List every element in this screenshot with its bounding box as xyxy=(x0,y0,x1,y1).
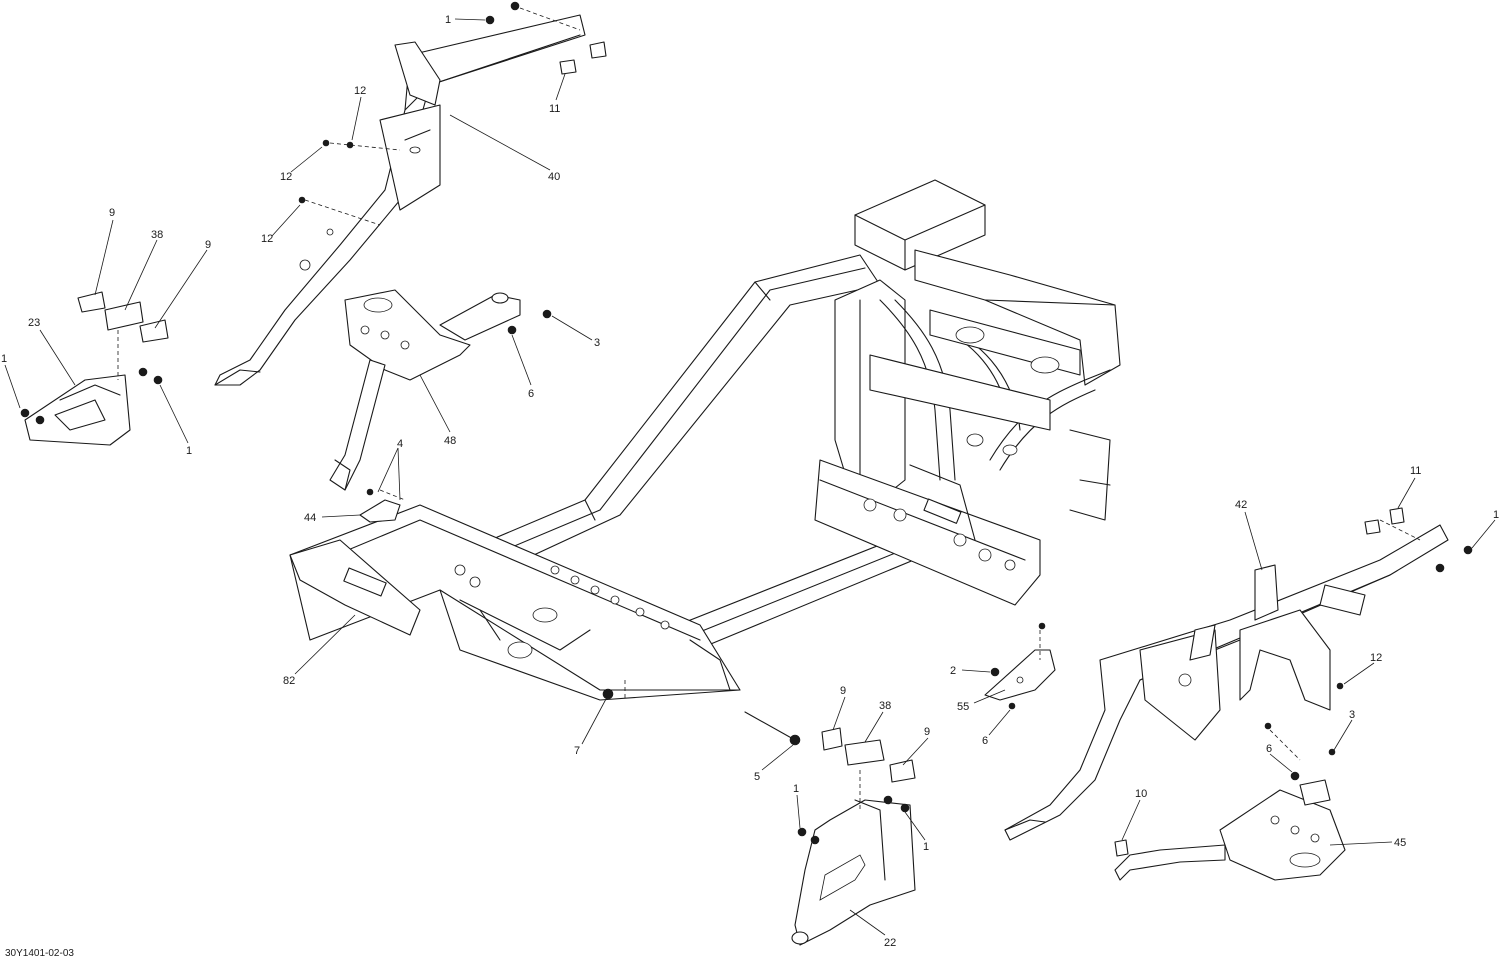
callout-label: 82 xyxy=(283,675,295,687)
top-crossbar-part-40 xyxy=(214,14,586,386)
callout-label: 12 xyxy=(280,171,292,183)
callout-label: 9 xyxy=(924,726,930,738)
callout-label: 1 xyxy=(445,14,451,26)
callout-label: 1 xyxy=(186,445,192,457)
callout-label: 1 xyxy=(1,353,7,365)
callout-label: 6 xyxy=(982,735,988,747)
bracket-part-22 xyxy=(791,727,916,946)
callout-label: 38 xyxy=(879,700,891,712)
main-frame-assembly xyxy=(289,179,1121,701)
bracket-part-44 xyxy=(359,499,401,523)
callout-label: 44 xyxy=(304,512,316,524)
callout-label: 45 xyxy=(1394,837,1406,849)
callout-label: 4 xyxy=(397,438,403,450)
bracket-part-23 xyxy=(20,291,169,446)
fasteners xyxy=(298,1,1473,857)
callout-label: 1 xyxy=(793,783,799,795)
callout-label: 9 xyxy=(840,685,846,697)
callout-label: 38 xyxy=(151,229,163,241)
callout-label: 3 xyxy=(1349,709,1355,721)
callout-label: 23 xyxy=(28,317,40,329)
callout-label: 22 xyxy=(884,937,896,949)
callout-labels: 1 11 12 12 12 40 9 38 9 23 1 1 3 6 48 4 … xyxy=(1,14,1499,949)
bracket-part-55 xyxy=(984,649,1056,701)
diagram-code: 30Y1401-02-03 xyxy=(5,948,74,959)
callout-label: 1 xyxy=(1493,509,1499,521)
callout-label: 11 xyxy=(1410,465,1421,477)
assembly-guides xyxy=(117,7,1421,810)
callout-label: 10 xyxy=(1135,788,1147,800)
callout-label: 12 xyxy=(354,85,366,97)
leader-lines xyxy=(4,18,1496,936)
callout-label: 6 xyxy=(528,388,534,400)
callout-label: 12 xyxy=(1370,652,1382,664)
callout-label: 9 xyxy=(205,239,211,251)
callout-label: 12 xyxy=(261,233,273,245)
callout-label: 11 xyxy=(549,103,560,115)
callout-label: 9 xyxy=(109,207,115,219)
callout-label: 7 xyxy=(574,745,580,757)
callout-label: 3 xyxy=(594,337,600,349)
callout-label: 2 xyxy=(950,665,956,677)
callout-label: 48 xyxy=(444,435,456,447)
callout-label: 6 xyxy=(1266,743,1272,755)
bracket-part-45 xyxy=(1114,779,1346,881)
callout-label: 55 xyxy=(957,701,969,713)
callout-label: 1 xyxy=(923,841,929,853)
bracket-part-48 xyxy=(329,289,521,491)
callout-label: 5 xyxy=(754,771,760,783)
callout-label: 42 xyxy=(1235,499,1247,511)
right-crossbar-part-42 xyxy=(1004,524,1449,841)
callout-label: 40 xyxy=(548,171,560,183)
